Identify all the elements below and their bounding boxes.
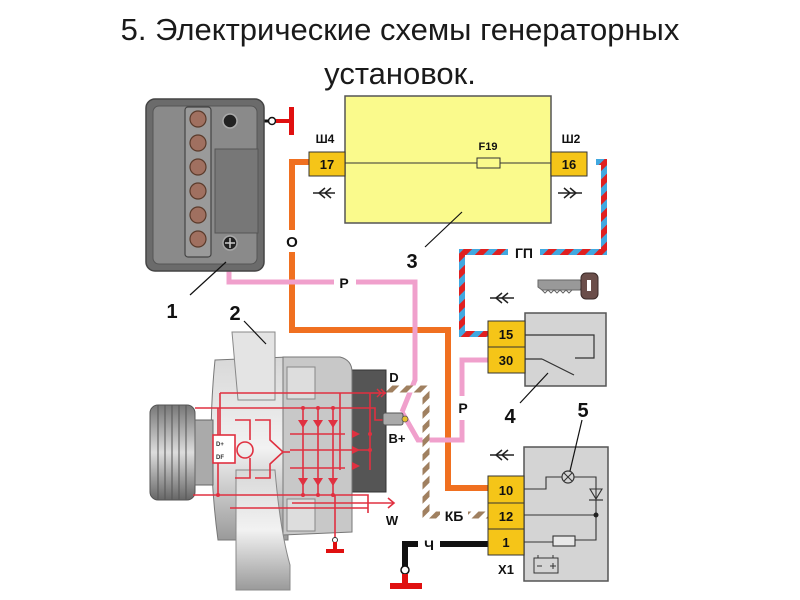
title-line-2: установок. — [324, 56, 476, 91]
connector-label-x1: X1 — [498, 562, 514, 577]
schematic-nodes — [216, 406, 372, 497]
ground-terminal — [267, 116, 277, 126]
ignition-switch: 15 30 — [487, 312, 607, 387]
rectifier-diodes — [298, 420, 360, 486]
wire-label-o: О — [286, 234, 298, 251]
title-line-1: 5. Электрические схемы генераторных — [120, 12, 680, 47]
terminal-label-b-plus: B+ — [389, 431, 406, 446]
ground-symbol-ch — [390, 583, 422, 589]
connector-male-icon — [558, 187, 582, 199]
connector-label-sh4: Ш4 — [316, 132, 335, 146]
terminal-label-w: W — [386, 513, 399, 528]
pin-30-label: 30 — [499, 353, 513, 368]
regulator-label-df: DF — [216, 455, 224, 461]
wire-label-r2: Р — [458, 400, 467, 416]
switch-pin-15 — [487, 320, 526, 348]
pin-10-label: 10 — [499, 483, 513, 498]
fuse-f19 — [476, 157, 501, 169]
generator — [149, 331, 387, 591]
battery-symbol-icon — [533, 555, 559, 574]
pin-12-label: 12 — [499, 509, 513, 524]
battery-cell-caps — [189, 110, 207, 248]
wire-label-gp: ГП — [515, 245, 533, 261]
connector-female-icon — [313, 187, 335, 199]
callout-line-3 — [424, 211, 463, 248]
wire-pink-p-switch — [399, 357, 488, 443]
pin-15-label: 15 — [499, 327, 513, 342]
wire-black-ch-lower — [402, 541, 418, 567]
ground-symbol-battery — [289, 107, 294, 135]
wire-label-ch: Ч — [424, 537, 434, 553]
wire-label-kb: КБ — [445, 508, 464, 524]
battery-negative-terminal — [222, 113, 238, 129]
callout-4: 4 — [504, 406, 516, 428]
callout-line-4 — [519, 372, 549, 404]
callout-line-5 — [569, 419, 583, 472]
switch-contact — [541, 358, 575, 376]
key-icon — [537, 272, 599, 300]
battery — [145, 98, 265, 272]
resistor-icon — [552, 535, 576, 547]
generator-schematic — [193, 392, 386, 513]
fuse-box: F19 17 Ш4 16 Ш2 — [308, 95, 588, 224]
page-title: 5. Электрические схемы генераторных уста… — [0, 8, 800, 96]
wire-orange-o — [289, 159, 488, 491]
cluster-pin-1 — [487, 528, 525, 556]
callout-line-2 — [243, 320, 267, 345]
callout-1: 1 — [166, 301, 177, 323]
connector-pin-16 — [550, 151, 588, 177]
ground-symbol-generator — [326, 549, 344, 553]
regulator-label-d-plus: D+ — [216, 442, 224, 448]
terminal-b-plus-stud — [382, 412, 404, 426]
connector-female-icon — [490, 449, 514, 461]
callout-line-1 — [189, 261, 227, 296]
callout-2: 2 — [229, 303, 240, 325]
diode-icon — [589, 488, 603, 501]
generator-ground-terminal — [332, 537, 338, 543]
pin-17-label: 17 — [320, 157, 334, 172]
pin-16-label: 16 — [562, 157, 576, 172]
connector-female-icon — [490, 292, 514, 304]
terminal-label-d: D — [389, 370, 398, 385]
ground-terminal-ch — [400, 565, 410, 575]
instrument-cluster: 10 12 1 X1 — [487, 446, 609, 582]
wire-label-r1: Р — [339, 275, 348, 291]
switch-pin-30 — [487, 346, 526, 374]
fuse-label: F19 — [479, 141, 498, 153]
callout-5: 5 — [577, 400, 588, 422]
ground-stem-ch — [402, 574, 408, 586]
pin-1-label: 1 — [502, 535, 509, 550]
callout-3: 3 — [406, 251, 417, 273]
connector-label-sh2: Ш2 — [562, 132, 581, 146]
connector-pin-17 — [308, 151, 346, 177]
cluster-pin-10 — [487, 475, 525, 504]
